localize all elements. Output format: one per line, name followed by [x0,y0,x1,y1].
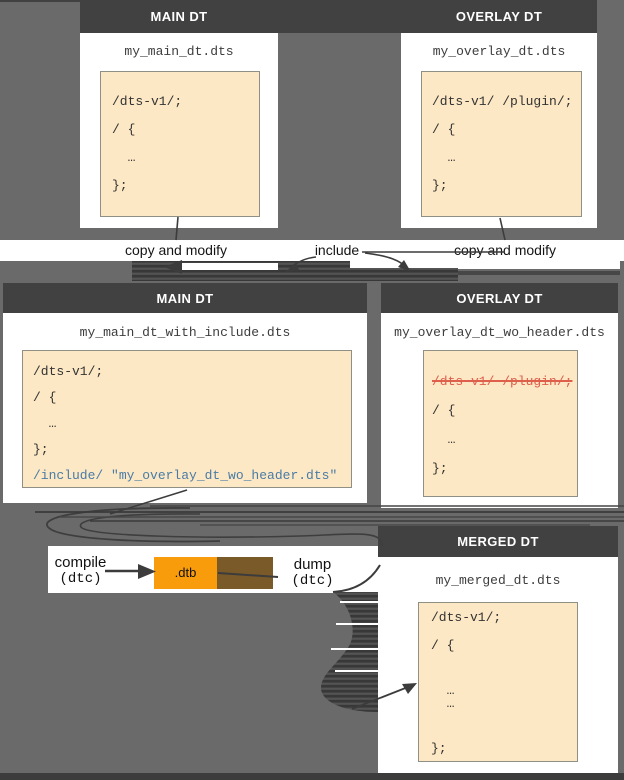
label-strip: copy and modify include copy and modify [0,240,624,261]
file-name: my_overlay_dt_wo_header.dts [394,325,605,340]
file-name: my_merged_dt.dts [435,573,561,588]
dump-shade-box [217,557,273,589]
panel-main-mid: my_main_dt_with_include.dts /dts-v1/; / … [3,313,367,503]
code-line: /dts-v1/; [33,364,104,379]
code-box: /dts-v1/; / { … … }; [418,602,578,762]
file-name: my_main_dt_with_include.dts [79,325,291,340]
dump-text: dump [293,556,332,573]
code-line: … [33,416,57,431]
code-line: / { [431,638,455,653]
code-line: /dts-v1/ /plugin/; [432,94,573,109]
code-line: / { [33,390,57,405]
code-line: / { [432,403,456,418]
panel-overlay-mid-header: OVERLAY DT [381,283,618,313]
code-box: /dts-v1/; / { … }; /include/ "my_overlay… [22,350,352,488]
code-box: /dts-v1/; / { … }; [100,71,260,217]
dtb-file-box: .dtb [154,557,217,589]
code-box: /dts-v1/ /plugin/; / { … }; [421,71,582,217]
compile-text: compile [54,554,107,571]
file-name: my_overlay_dt.dts [432,44,566,59]
panel-merged: my_merged_dt.dts /dts-v1/; / { … … }; [378,557,618,773]
panel-overlay-top: my_overlay_dt.dts /dts-v1/ /plugin/; / {… [401,33,597,228]
panel-main-mid-header: MAIN DT [3,283,367,313]
compile-label: compile (dtc) [48,554,113,588]
code-line: }; [432,461,448,476]
code-line: }; [112,178,128,193]
code-line: }; [431,741,447,756]
dump-label: dump (dtc) [280,556,345,590]
code-line: … [432,432,456,447]
code-line: /dts-v1/; [431,610,502,625]
file-name: my_main_dt.dts [124,44,234,59]
include-code-line: /include/ "my_overlay_dt_wo_header.dts" [33,468,338,483]
code-line: … [431,683,455,698]
dump-tool-text: (dtc) [291,573,334,589]
top-header-band [80,0,597,33]
code-line: / { [432,122,456,137]
code-line: … [432,150,456,165]
code-line: }; [432,178,448,193]
code-line: … [431,696,455,711]
copy-modify-left-label: copy and modify [125,242,227,258]
compile-dump-strip: compile (dtc) .dtb dump (dtc) [48,546,378,593]
bottom-edge-band [0,773,624,780]
panel-merged-header: MERGED DT [378,526,618,557]
panel-main-top-header: MAIN DT [150,9,208,24]
code-box: /dts-v1/ /plugin/; / { … }; [423,350,578,497]
code-line: /dts-v1/; [112,94,183,109]
include-label: include [314,242,360,258]
code-line: / { [112,122,136,137]
panel-main-top: my_main_dt.dts /dts-v1/; / { … }; [80,33,278,228]
code-line: … [112,150,136,165]
panel-overlay-top-header: OVERLAY DT [455,9,543,24]
code-line: }; [33,442,49,457]
compile-tool-text: (dtc) [59,571,102,587]
glitch-band-top [132,260,620,281]
panel-overlay-mid: my_overlay_dt_wo_header.dts /dts-v1/ /pl… [381,313,618,508]
copy-modify-right-label: copy and modify [454,242,556,258]
removed-code-line: /dts-v1/ /plugin/; [432,374,573,389]
